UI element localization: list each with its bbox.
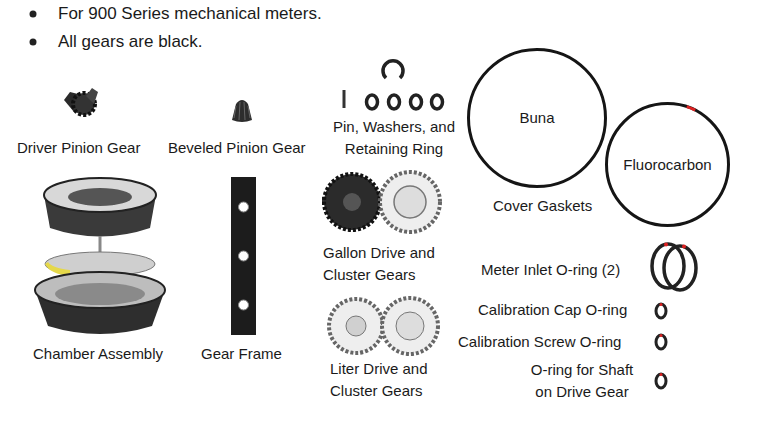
part-name: Cover Gaskets xyxy=(493,197,592,215)
o-ring-mark xyxy=(660,303,663,306)
bullet xyxy=(30,39,37,46)
o-ring-mark xyxy=(664,243,668,247)
note-text: All gears are black. xyxy=(58,32,203,52)
washer xyxy=(389,95,400,109)
cluster-gear xyxy=(380,172,440,232)
drive-gear xyxy=(329,299,383,353)
o-ring xyxy=(656,374,666,388)
gasket-ring: Fluorocarbon xyxy=(604,101,731,228)
gear-hub xyxy=(394,186,426,218)
frame-hole xyxy=(239,300,249,310)
gear-cone xyxy=(232,100,252,122)
beveled-pinion-gear xyxy=(232,100,252,122)
o-ring xyxy=(656,304,666,318)
gasket-ring-line xyxy=(469,50,606,187)
part-name: Meter Inlet O-ring (2) xyxy=(481,261,620,279)
part-name: O-ring for Shaft on Drive Gear xyxy=(522,359,642,403)
gallon-gears xyxy=(322,172,440,232)
chamber-bowl-rim xyxy=(35,272,165,308)
bullet xyxy=(30,11,37,18)
part-name: Gallon Drive and Cluster Gears xyxy=(323,242,453,286)
liter-gears xyxy=(329,298,438,354)
drive-gear xyxy=(324,174,380,230)
o-ring-mark xyxy=(660,373,663,376)
cluster-gear xyxy=(382,298,438,354)
chamber-bowl-inner xyxy=(55,283,145,305)
part-name: Chamber Assembly xyxy=(33,345,163,363)
o-ring xyxy=(656,335,666,349)
part-name: Driver Pinion Gear xyxy=(17,139,140,157)
note-text: For 900 Series mechanical meters. xyxy=(58,4,322,24)
gear-tab xyxy=(86,88,98,104)
gear-hub xyxy=(396,312,424,340)
gasket-ring: Buna xyxy=(466,47,608,189)
driver-pinion-gear xyxy=(64,88,98,115)
frame-hole xyxy=(239,202,249,212)
gear-hub xyxy=(346,316,366,336)
gasket-material: Fluorocarbon xyxy=(623,156,711,174)
gear-frame xyxy=(231,177,256,335)
gear-hub xyxy=(343,193,361,211)
part-name: Pin, Washers, and Retaining Ring xyxy=(326,116,462,160)
inlet-o-rings xyxy=(652,243,696,291)
pin-washers-ring xyxy=(344,61,443,109)
gasket-ring-line xyxy=(607,104,729,226)
o-ring-mark xyxy=(682,245,686,249)
chamber-top-rim xyxy=(44,178,156,212)
part-name: Beveled Pinion Gear xyxy=(168,139,306,157)
part-name: Calibration Screw O-ring xyxy=(458,333,621,351)
chamber-assembly xyxy=(35,178,165,334)
o-ring xyxy=(664,246,696,290)
washer xyxy=(432,95,443,109)
chamber-top-hole xyxy=(68,188,132,206)
part-name: Liter Drive and Cluster Gears xyxy=(330,358,448,402)
part-name: Gear Frame xyxy=(201,345,282,363)
washer xyxy=(411,95,422,109)
gasket-material: Buna xyxy=(519,109,554,127)
gear-teeth xyxy=(234,102,250,120)
gasket-mark xyxy=(687,107,695,111)
washer xyxy=(367,95,378,109)
retaining-ring xyxy=(383,61,403,78)
o-ring-mark xyxy=(660,334,663,337)
frame-bar xyxy=(231,177,256,335)
frame-hole xyxy=(239,251,249,261)
part-name: Calibration Cap O-ring xyxy=(478,301,627,319)
pin xyxy=(343,90,346,108)
